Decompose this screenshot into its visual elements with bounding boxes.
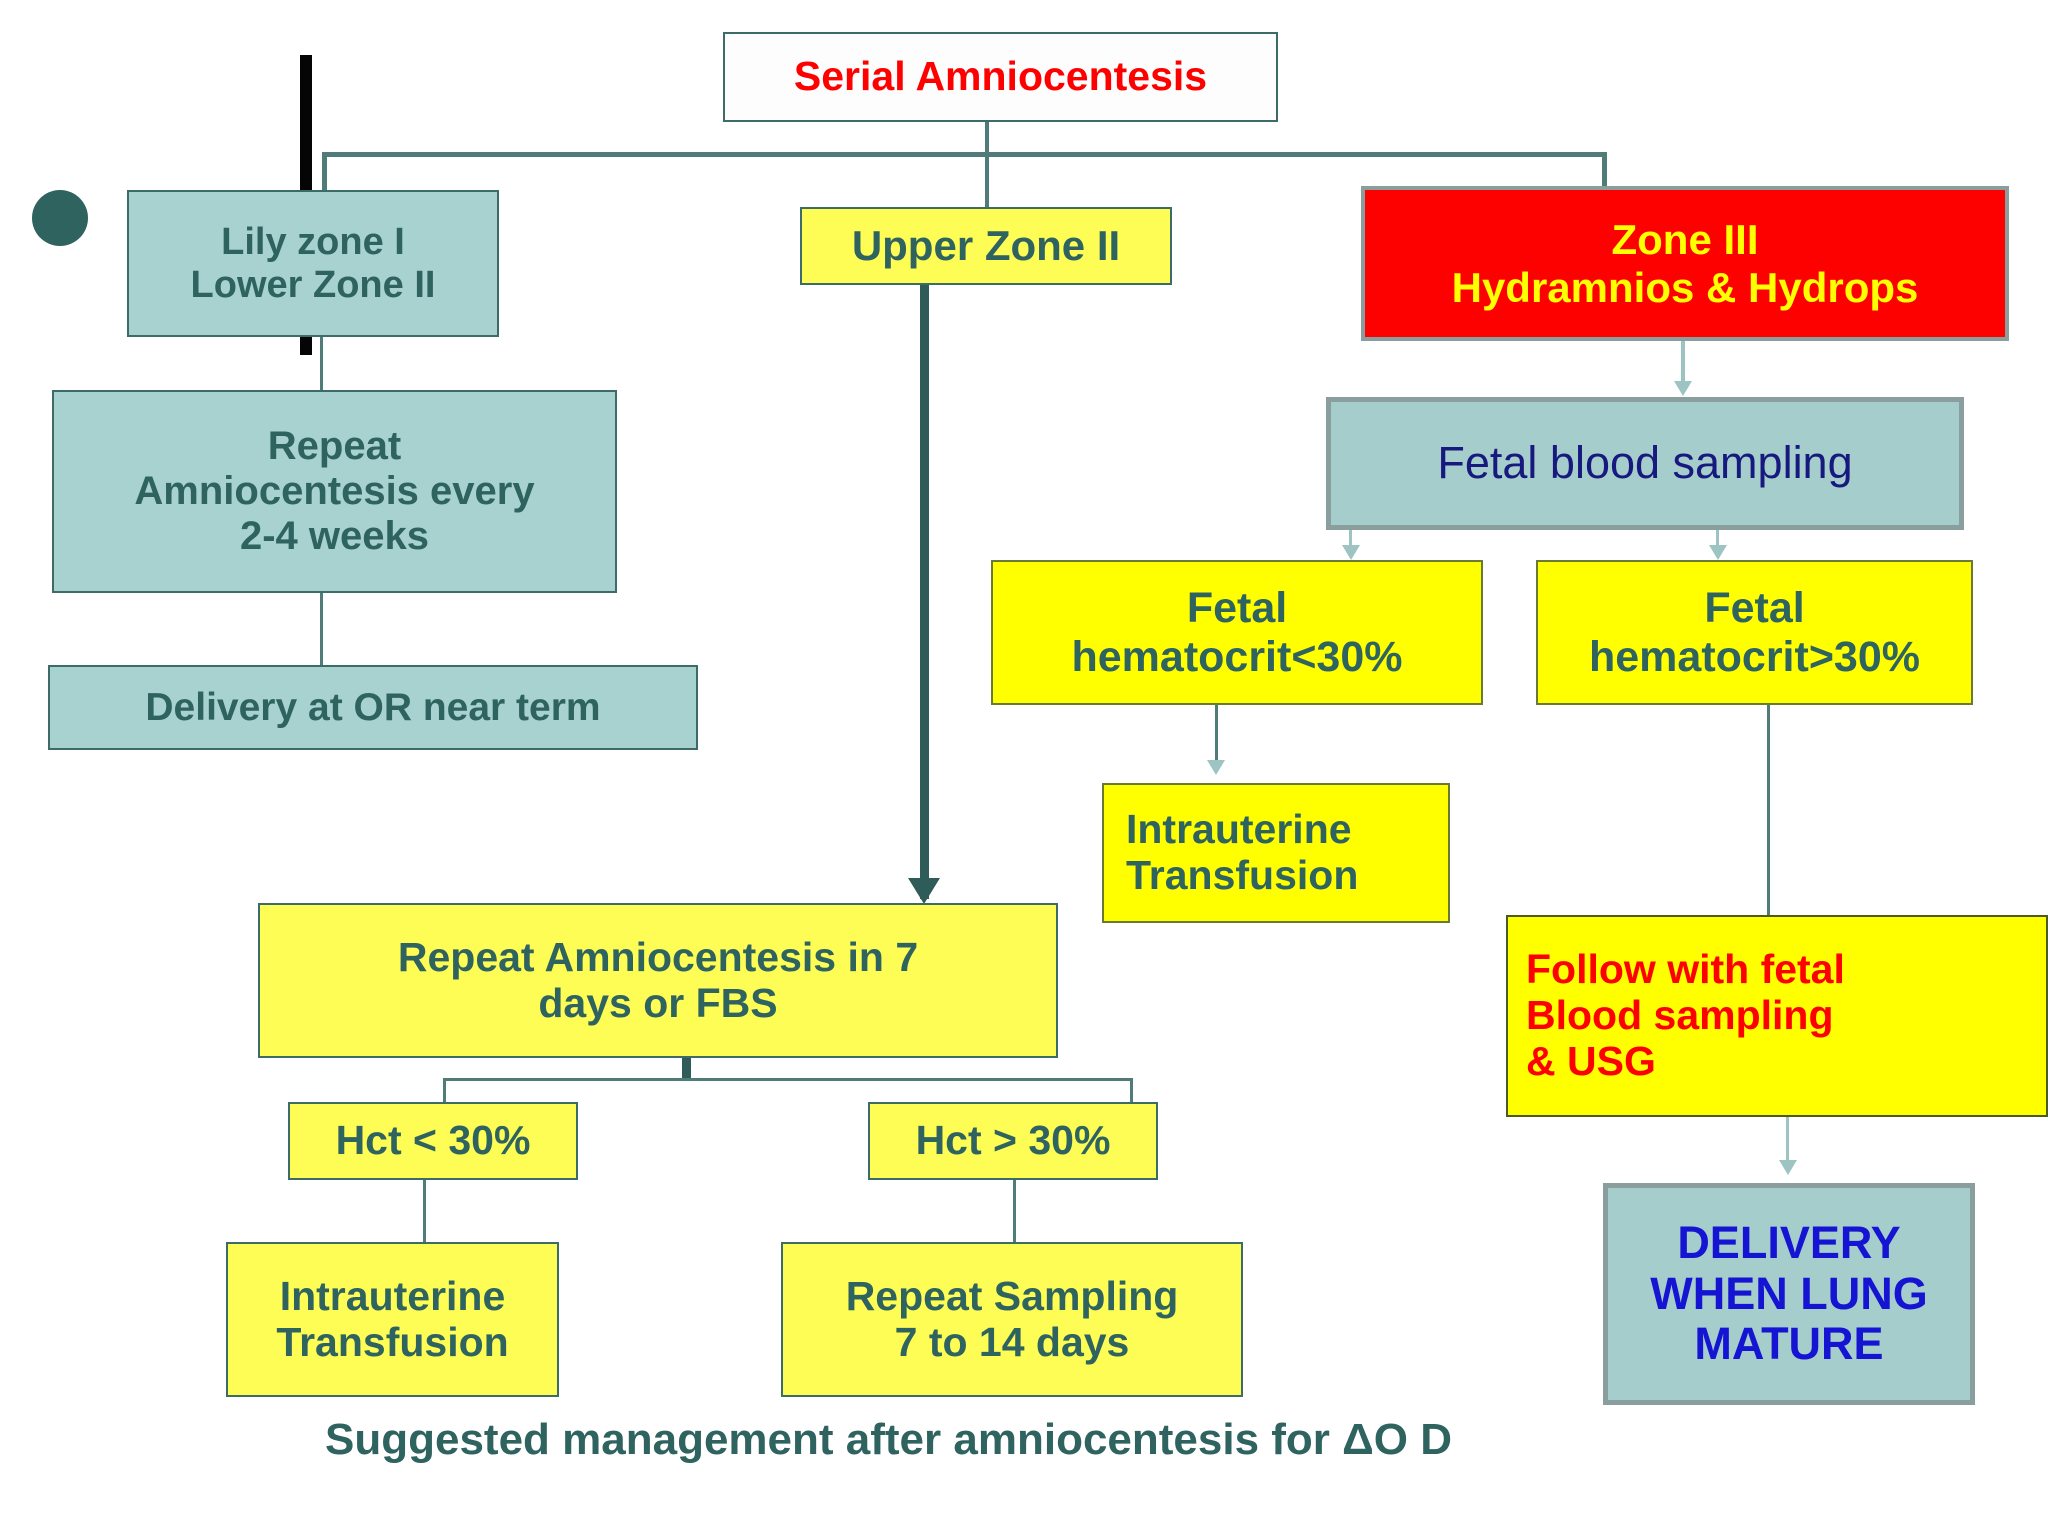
connector-bus-to-mid	[985, 152, 989, 217]
node-label-line1: Intrauterine	[1126, 806, 1352, 853]
node-fetal-hematocrit-low[interactable]: Fetal hematocrit<30%	[991, 560, 1483, 705]
connector-repeat-to-delivery	[320, 593, 323, 665]
node-label-line2: Blood sampling	[1526, 992, 1834, 1039]
connector-hct-low-to-iut	[423, 1180, 426, 1242]
node-label: Fetal blood sampling	[1437, 437, 1853, 489]
node-label-line2: Hydramnios & Hydrops	[1451, 263, 1919, 311]
node-label-line3: 2-4 weeks	[239, 513, 430, 558]
connector-split-bus	[443, 1078, 1133, 1081]
arrowhead-to-fbs	[1674, 381, 1692, 396]
connector-follow-to-delivery	[1786, 1117, 1789, 1167]
connector-zoneiii-to-fbs	[1681, 341, 1685, 383]
connector-bus-to-left	[322, 152, 327, 194]
node-label: Delivery at OR near term	[145, 685, 601, 729]
connector-horizontal-bus	[322, 152, 1606, 157]
connector-lily-to-repeat	[320, 337, 323, 390]
connector-fbs-to-hct-high	[1716, 530, 1719, 552]
bullet-dot-icon	[32, 190, 88, 246]
node-label-line1: Intrauterine	[279, 1272, 506, 1319]
node-label-line1: Lily zone I	[221, 220, 405, 263]
node-label-line1: Repeat Amniocentesis in 7	[397, 933, 919, 980]
connector-hcthigh-to-follow	[1767, 705, 1770, 915]
node-intrauterine-transfusion-right[interactable]: Intrauterine Transfusion	[1102, 783, 1450, 923]
connector-split-to-hct-low	[443, 1078, 446, 1103]
arrowhead-fbs-hct-high	[1709, 545, 1727, 560]
node-upper-zone-ii[interactable]: Upper Zone II	[800, 207, 1172, 285]
connector-hct-high-to-resample	[1013, 1180, 1016, 1242]
node-label-line2: hematocrit>30%	[1588, 632, 1920, 681]
arrowhead-fbs-hct-low	[1342, 545, 1360, 560]
node-label-line2: days or FBS	[538, 979, 778, 1026]
node-fetal-hematocrit-high[interactable]: Fetal hematocrit>30%	[1536, 560, 1973, 705]
arrowhead-to-delivery	[1779, 1160, 1797, 1175]
arrowhead-to-iut-right	[1207, 760, 1225, 775]
node-label: Serial Amniocentesis	[793, 53, 1208, 100]
node-serial-amniocentesis[interactable]: Serial Amniocentesis	[723, 32, 1278, 122]
node-label-line1: Zone III	[1611, 216, 1759, 264]
node-repeat-amniocentesis[interactable]: Repeat Amniocentesis every 2-4 weeks	[52, 390, 617, 593]
node-zone-iii[interactable]: Zone III Hydramnios & Hydrops	[1361, 186, 2009, 341]
node-label-line2: Lower Zone II	[190, 263, 436, 306]
node-repeat-amnio-7days[interactable]: Repeat Amniocentesis in 7 days or FBS	[258, 903, 1058, 1058]
node-label-line1: Follow with fetal	[1526, 946, 1845, 993]
node-lily-zone[interactable]: Lily zone I Lower Zone II	[127, 190, 499, 337]
node-label-line1: Repeat	[267, 424, 402, 469]
node-label-line2: WHEN LUNG	[1650, 1267, 1928, 1319]
node-label: Hct > 30%	[915, 1117, 1111, 1164]
node-label-line1: Fetal	[1704, 584, 1805, 633]
node-label-line1: Repeat Sampling	[845, 1272, 1179, 1319]
node-follow-with-fetal[interactable]: Follow with fetal Blood sampling & USG	[1506, 915, 2048, 1117]
node-label-line2: Transfusion	[276, 1318, 509, 1365]
node-label-line3: & USG	[1526, 1037, 1656, 1084]
node-label: Upper Zone II	[851, 222, 1121, 270]
node-intrauterine-transfusion-mid[interactable]: Intrauterine Transfusion	[226, 1242, 559, 1397]
connector-split-stem	[682, 1058, 691, 1080]
connector-bus-to-right	[1602, 152, 1607, 188]
node-label-line2: 7 to 14 days	[894, 1318, 1130, 1365]
node-label-line3: MATURE	[1694, 1318, 1884, 1370]
node-fetal-blood-sampling[interactable]: Fetal blood sampling	[1326, 397, 1964, 530]
connector-split-to-hct-high	[1130, 1078, 1133, 1103]
diagram-caption: Suggested management after amniocentesis…	[325, 1415, 1453, 1464]
node-delivery-when-lung-mature[interactable]: DELIVERY WHEN LUNG MATURE	[1603, 1183, 1975, 1405]
node-label-line1: DELIVERY	[1677, 1217, 1901, 1269]
connector-fbs-to-hct-low	[1349, 530, 1352, 552]
node-label-line2: Amniocentesis every	[134, 469, 535, 514]
node-hct-greater-30[interactable]: Hct > 30%	[868, 1102, 1158, 1180]
node-label: Hct < 30%	[335, 1117, 531, 1164]
connector-hctlow-to-iut	[1215, 705, 1218, 767]
node-label-line2: Transfusion	[1126, 852, 1359, 898]
node-delivery-near-term[interactable]: Delivery at OR near term	[48, 665, 698, 750]
connector-upper-zone-stem	[920, 285, 929, 899]
arrowhead-to-repeat-7days	[908, 878, 940, 904]
node-hct-less-30[interactable]: Hct < 30%	[288, 1102, 578, 1180]
node-repeat-sampling-7-14-days[interactable]: Repeat Sampling 7 to 14 days	[781, 1242, 1243, 1397]
node-label-line2: hematocrit<30%	[1071, 632, 1403, 681]
node-label-line1: Fetal	[1186, 584, 1288, 633]
connector-root-stem	[985, 120, 989, 153]
